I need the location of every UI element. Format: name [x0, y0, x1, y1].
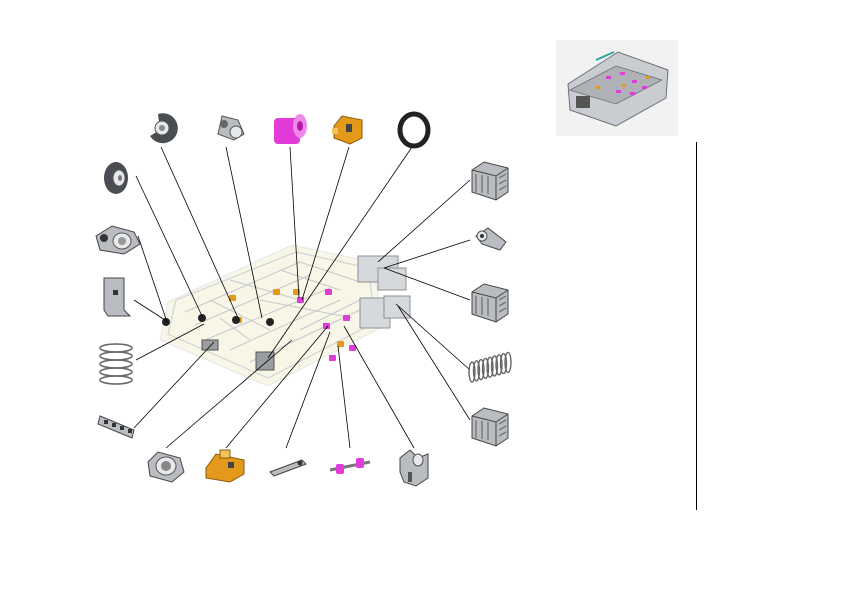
assembly-roller — [323, 323, 330, 329]
frame-member — [229, 299, 341, 351]
callout-parts — [95, 111, 512, 487]
orange-bracket-icon — [332, 115, 363, 145]
leader-line — [165, 339, 293, 449]
cam-gear-icon — [150, 113, 178, 144]
hinge-bracket-icon — [399, 449, 429, 487]
frame-member — [299, 261, 361, 283]
lever-icon — [475, 227, 507, 251]
o-ring-icon — [397, 111, 431, 149]
side-clip — [201, 339, 219, 351]
assembly-gear — [162, 318, 170, 326]
assembly-thumbnail — [556, 40, 678, 136]
orange-holder-icon — [205, 449, 245, 483]
assembly-bracket — [337, 341, 344, 347]
leader-line — [289, 146, 300, 299]
assembly-bracket — [273, 289, 280, 295]
leader-line — [267, 146, 413, 359]
assembly-roller — [349, 345, 356, 351]
cage-icon — [471, 161, 509, 201]
leader-line — [383, 267, 471, 301]
magenta-roller-icon — [274, 114, 307, 144]
separator-line — [696, 142, 697, 510]
leader-line — [301, 146, 350, 301]
frame-member — [209, 299, 271, 331]
leader-line — [133, 341, 215, 429]
housing-block — [383, 295, 411, 319]
assembly-gear — [198, 314, 206, 322]
leader-line — [395, 303, 471, 371]
cage-icon — [471, 283, 509, 323]
leader-line — [377, 179, 471, 263]
frame-member — [204, 287, 331, 341]
leader-line — [285, 331, 331, 449]
assembly-roller — [329, 355, 336, 361]
frame-member — [229, 279, 301, 301]
leader-line — [135, 323, 205, 361]
leader-line — [225, 146, 263, 319]
flanged-bushing-icon — [95, 225, 141, 255]
leader-line — [133, 299, 166, 321]
leader-line — [160, 146, 239, 319]
assembly-gear — [266, 318, 274, 326]
rod-icon — [269, 459, 307, 477]
bushing-icon — [147, 451, 185, 483]
assembly-bracket — [229, 295, 236, 301]
gear-disc-icon — [104, 162, 128, 194]
assembly-roller — [325, 289, 332, 295]
leader-line — [135, 175, 204, 319]
frame-member — [279, 269, 341, 291]
leader-line — [343, 325, 415, 449]
cage-icon — [471, 407, 509, 447]
leader-line — [137, 235, 168, 323]
end-block — [255, 351, 275, 371]
guide-rail-icon — [97, 415, 135, 439]
frame-member — [299, 299, 361, 331]
assembly-gear — [232, 316, 240, 324]
shaft-roller-icon — [329, 458, 371, 474]
leader-line — [225, 325, 329, 449]
horizontal-spring-icon — [468, 351, 512, 383]
frame-member — [194, 274, 311, 326]
mounting-plate-icon — [103, 277, 132, 317]
leader-lines — [133, 146, 471, 449]
main-assembly — [159, 244, 411, 387]
leader-line — [397, 305, 471, 421]
coil-spring-icon — [99, 343, 133, 385]
assembly-roller — [343, 315, 350, 321]
eccentric-cam-icon — [217, 115, 245, 141]
leader-line — [337, 345, 351, 449]
frame-member — [219, 317, 251, 341]
frame-member — [259, 299, 353, 319]
assembly-thumbnail-icon — [567, 51, 669, 127]
leader-line — [383, 239, 471, 269]
